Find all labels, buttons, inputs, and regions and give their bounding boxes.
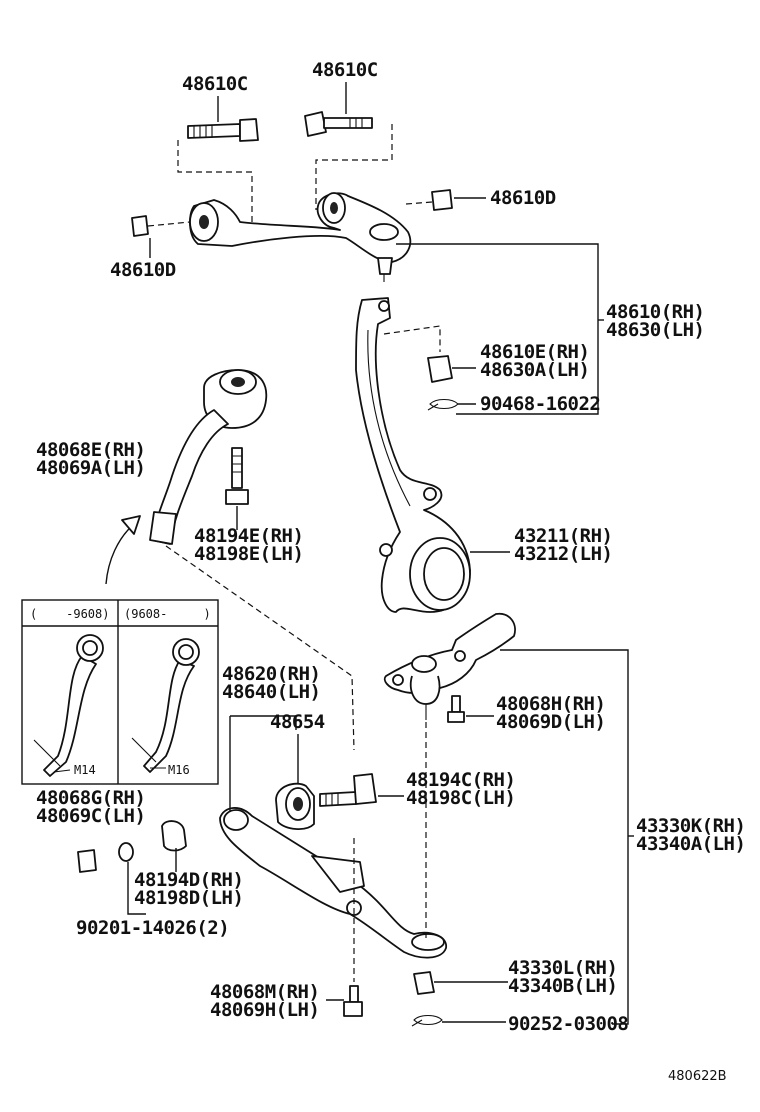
label-cam-bolt-lh: 48198D(LH) — [134, 887, 243, 909]
label-cam-bolt-rh: 48194D(RH) — [134, 869, 243, 891]
label-strut-rod-alt-lh: 48069C(LH) — [36, 805, 145, 827]
nut-upper-right — [431, 189, 453, 211]
label-bj-bolt-rh: 48068H(RH) — [496, 693, 605, 715]
label-strut-rod-alt-rh: 48068G(RH) — [36, 787, 145, 809]
strut-rod — [149, 369, 268, 545]
cotter-pin-lower — [411, 1014, 443, 1027]
upper-bolt-left — [187, 118, 259, 142]
label-strut-rod-lh: 48069A(LH) — [36, 457, 145, 479]
label-castle-nut-rh: 48610E(RH) — [480, 341, 589, 363]
label-strut-rod-rh: 48068E(RH) — [36, 439, 145, 461]
label-lower-bolt-rh: 48068M(RH) — [210, 981, 319, 1003]
label-washer: 90201-14026(2) — [76, 917, 229, 939]
label-nut-left: 48610D — [110, 259, 176, 281]
label-lower-arm-rh: 48620(RH) — [222, 663, 320, 685]
label-inset-left-size: M14 — [74, 763, 96, 777]
label-bushing: 48654 — [270, 711, 325, 733]
lower-bolt — [343, 985, 363, 1017]
upper-control-arm — [189, 192, 412, 282]
cotter-pin-upper — [427, 398, 459, 411]
label-lower-bolt-lh: 48069H(LH) — [210, 999, 319, 1021]
bushing-bolt — [319, 773, 377, 807]
label-inset-right-range: (9608- ) — [124, 607, 211, 621]
label-cotter-lower: 90252-03008 — [508, 1013, 628, 1035]
upper-bolt-right — [304, 111, 373, 137]
label-ball-joint-lh: 43340A(LH) — [636, 833, 745, 855]
lower-bushing — [275, 782, 315, 830]
label-inset-left-range: ( -9608) — [30, 607, 109, 621]
label-strut-bolt-lh: 48198E(LH) — [194, 543, 303, 565]
ball-joint-bolt — [447, 695, 465, 723]
cam-plate — [161, 820, 187, 852]
label-inset-right-size: M16 — [168, 763, 190, 777]
label-lower-nut-rh: 43330L(RH) — [508, 957, 617, 979]
label-upper-arm-lh: 48630(LH) — [606, 319, 704, 341]
figure-reference-code: 480622B — [668, 1069, 727, 1084]
reference-arrow — [105, 515, 141, 585]
strut-bolt — [225, 447, 249, 505]
label-knuckle-lh: 43212(LH) — [514, 543, 612, 565]
lower-castle-nut — [413, 971, 435, 995]
label-upper-arm-rh: 48610(RH) — [606, 301, 704, 323]
label-knuckle-rh: 43211(RH) — [514, 525, 612, 547]
nut-small — [77, 849, 97, 873]
label-lower-arm-lh: 48640(LH) — [222, 681, 320, 703]
label-bj-bolt-lh: 48069D(LH) — [496, 711, 605, 733]
washer-small — [118, 842, 134, 862]
label-lower-nut-lh: 43340B(LH) — [508, 975, 617, 997]
label-nut-right: 48610D — [490, 187, 556, 209]
label-bushing-bolt-rh: 48194C(RH) — [406, 769, 515, 791]
lower-control-arm — [219, 807, 447, 959]
label-bushing-bolt-lh: 48198C(LH) — [406, 787, 515, 809]
steering-knuckle — [355, 297, 471, 613]
label-bolt-left: 48610C — [182, 73, 248, 95]
label-castle-nut-lh: 48630A(LH) — [480, 359, 589, 381]
label-strut-bolt-rh: 48194E(RH) — [194, 525, 303, 547]
label-ball-joint-rh: 43330K(RH) — [636, 815, 745, 837]
label-cotter-upper: 90468-16022 — [480, 393, 600, 415]
variant-inset-box — [21, 599, 219, 785]
castle-nut-upper — [427, 355, 453, 383]
nut-upper-left — [131, 215, 149, 237]
label-bolt-right: 48610C — [312, 59, 378, 81]
lower-ball-joint — [383, 612, 516, 720]
